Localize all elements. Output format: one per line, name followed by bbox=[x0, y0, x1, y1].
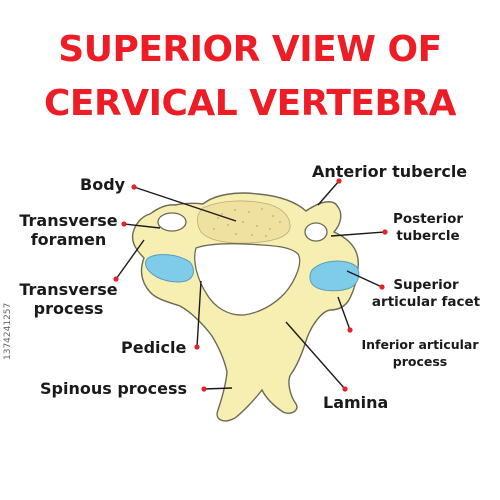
label-superior-articular-facet-line-2: articular facet bbox=[371, 294, 481, 310]
title-line-2: CERVICAL VERTEBRA bbox=[44, 83, 456, 124]
title-line-1: SUPERIOR VIEW OF bbox=[58, 29, 442, 70]
label-transverse-foramen-line-2: foramen bbox=[30, 230, 107, 249]
label-inferior-articular-process-line-1: Inferior articular bbox=[361, 337, 479, 352]
label-spinous-process: Spinous process bbox=[40, 379, 188, 398]
superior-articular-facet-left bbox=[145, 254, 194, 283]
label-anterior-tubercle: Anterior tubercle bbox=[312, 162, 468, 181]
label-transverse-foramen-line-1: Transverse bbox=[19, 211, 118, 230]
label-posterior-tubercle-line-2: tubercle bbox=[396, 228, 460, 244]
label-transverse-process-line-2: process bbox=[33, 299, 104, 318]
label-posterior-tubercle-line-1: Posterior bbox=[392, 211, 464, 227]
label-superior-articular-facet: Superior articular facet bbox=[360, 277, 492, 311]
label-pedicle: Pedicle bbox=[121, 338, 187, 357]
label-inferior-articular-process: Inferior articular process bbox=[352, 336, 488, 370]
label-superior-articular-facet-line-1: Superior bbox=[393, 277, 459, 293]
label-transverse-process-line-1: Transverse bbox=[19, 280, 118, 299]
transverse-foramen-left bbox=[157, 212, 187, 232]
label-transverse-process: Transverse process bbox=[11, 280, 126, 318]
label-inferior-articular-process-line-2: process bbox=[392, 354, 448, 369]
superior-articular-facet-right bbox=[309, 260, 360, 292]
transverse-foramen-right bbox=[304, 222, 328, 242]
label-transverse-foramen: Transverse foramen bbox=[11, 211, 126, 249]
stock-image-id: 1374241257 bbox=[3, 302, 13, 360]
vertebral-foramen bbox=[194, 243, 301, 316]
label-body: Body bbox=[80, 175, 126, 194]
label-lamina: Lamina bbox=[323, 393, 389, 412]
label-posterior-tubercle: Posterior tubercle bbox=[383, 211, 473, 245]
